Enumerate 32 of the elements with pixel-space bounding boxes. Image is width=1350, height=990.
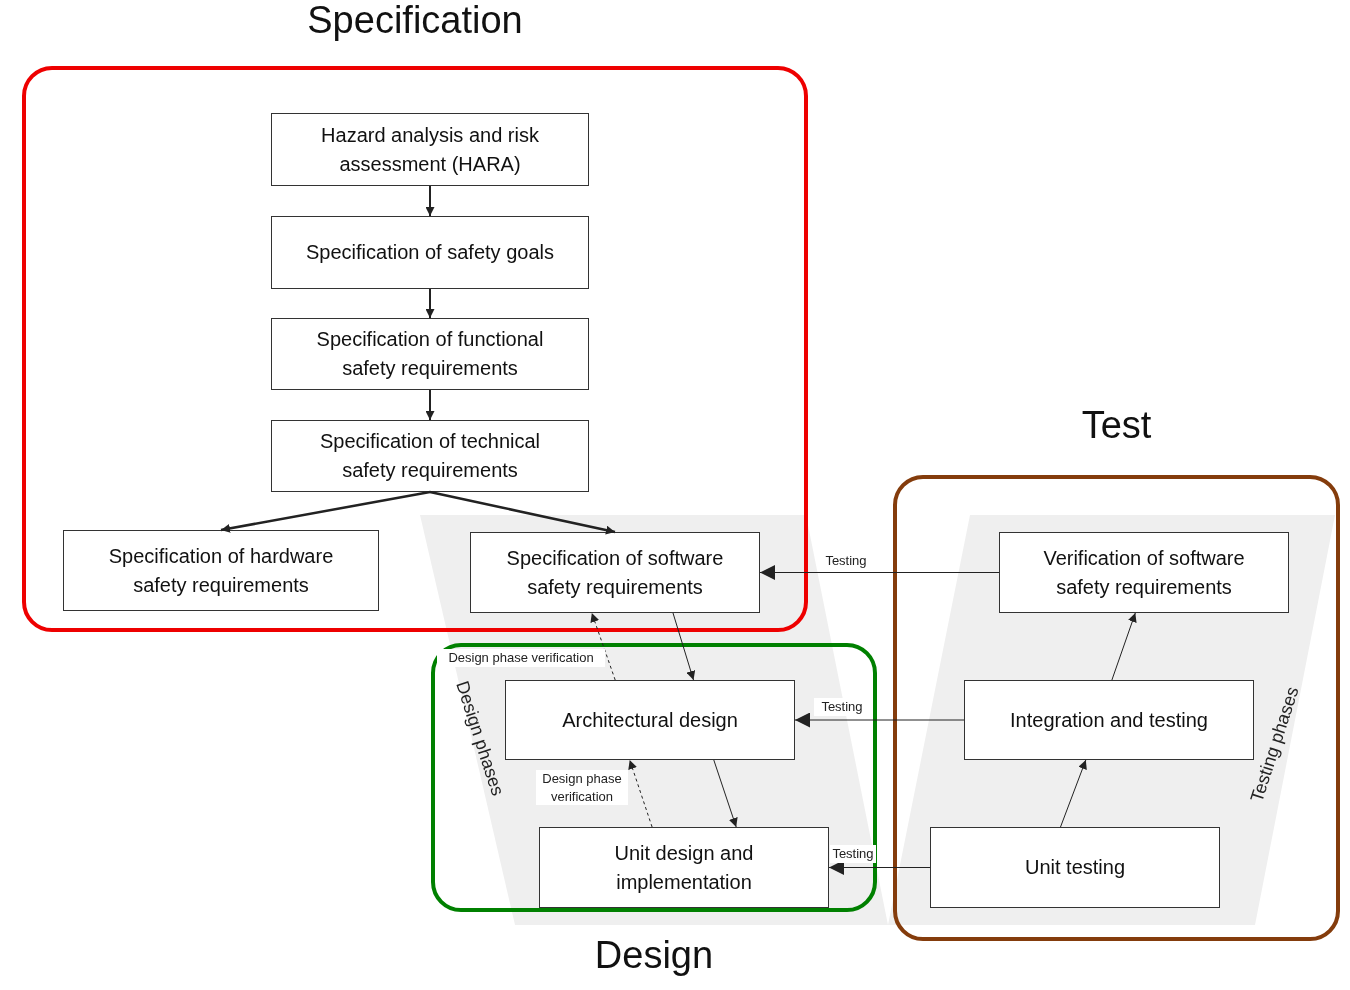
arrow — [759, 565, 1000, 580]
arrow — [425, 288, 435, 319]
arrow — [220, 490, 431, 533]
arrow — [590, 612, 616, 681]
group-heading: Test — [1081, 405, 1152, 447]
arrow — [1111, 612, 1137, 681]
process-step: Integration and testing — [964, 680, 1254, 760]
arrow — [628, 759, 653, 828]
group-heading: Design — [594, 935, 714, 977]
arrow — [672, 612, 696, 681]
edge-label: Testing — [830, 845, 876, 863]
arrow — [425, 185, 435, 217]
arrow — [1060, 759, 1087, 828]
process-step: Unit design and implementation — [539, 827, 829, 908]
design-phases-label: Design phases — [451, 678, 508, 799]
process-step: Architectural design — [505, 680, 795, 760]
edge-label: Design phase verification — [437, 649, 605, 667]
arrow — [713, 759, 738, 828]
process-step: Specification of safety goals — [271, 216, 589, 289]
arrow — [425, 389, 435, 421]
edge-label: Design phase verification — [536, 770, 628, 806]
process-step: Verification of software safety requirements — [999, 532, 1289, 613]
process-step: Unit testing — [930, 827, 1220, 908]
process-step: Specification of hardware safety requirements — [63, 530, 379, 611]
arrow — [429, 490, 616, 535]
process-step: Hazard analysis and risk assessment (HARA) — [271, 113, 589, 186]
arrow — [794, 712, 965, 728]
process-step: Specification of software safety requirements — [470, 532, 760, 613]
process-step: Specification of technical safety requirements — [271, 420, 589, 492]
process-step: Specification of functional safety requirements — [271, 318, 589, 390]
arrow — [828, 860, 931, 875]
group-heading: Specification — [307, 0, 523, 42]
